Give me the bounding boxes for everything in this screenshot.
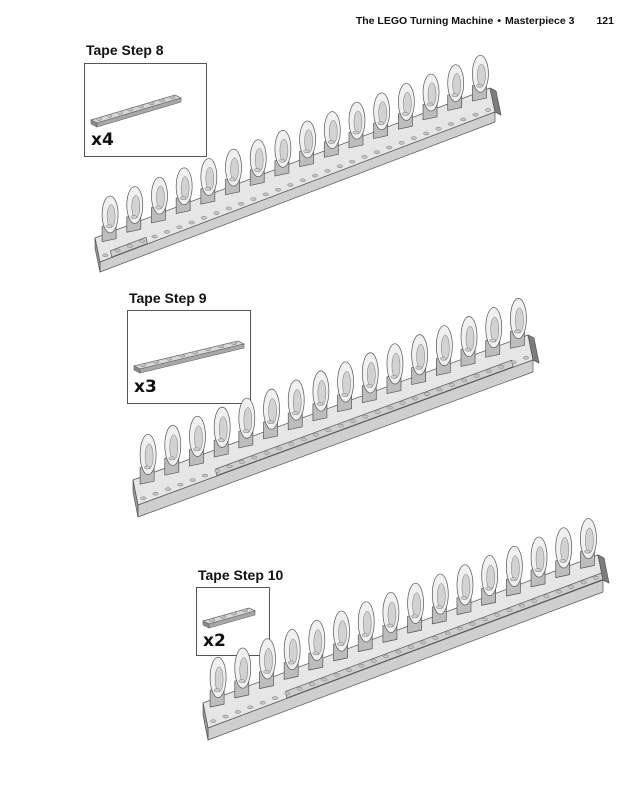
plate-1x8-icon <box>132 340 246 374</box>
section-title: Masterpiece 3 <box>505 15 575 27</box>
step-9-quantity: x3 <box>134 377 157 397</box>
header-bullet: • <box>497 15 501 27</box>
step-10-quantity: x2 <box>203 631 226 651</box>
step-10-parts-callout: x2 <box>196 587 270 656</box>
step-8-quantity: x4 <box>91 130 114 150</box>
chapter-title: The LEGO Turning Machine <box>355 15 494 27</box>
step-9-parts-callout: x3 <box>127 310 251 404</box>
step-10-title: Tape Step 10 <box>198 567 284 583</box>
page-number: 121 <box>596 15 614 27</box>
running-header: The LEGO Turning Machine• Masterpiece 3 12… <box>356 15 614 27</box>
step-8-title: Tape Step 8 <box>86 42 164 58</box>
step-8-parts-callout: x4 <box>84 63 207 157</box>
step-9-title: Tape Step 9 <box>129 290 207 306</box>
plate-1x8-icon <box>89 94 183 128</box>
plate-1x4-icon <box>201 607 257 629</box>
